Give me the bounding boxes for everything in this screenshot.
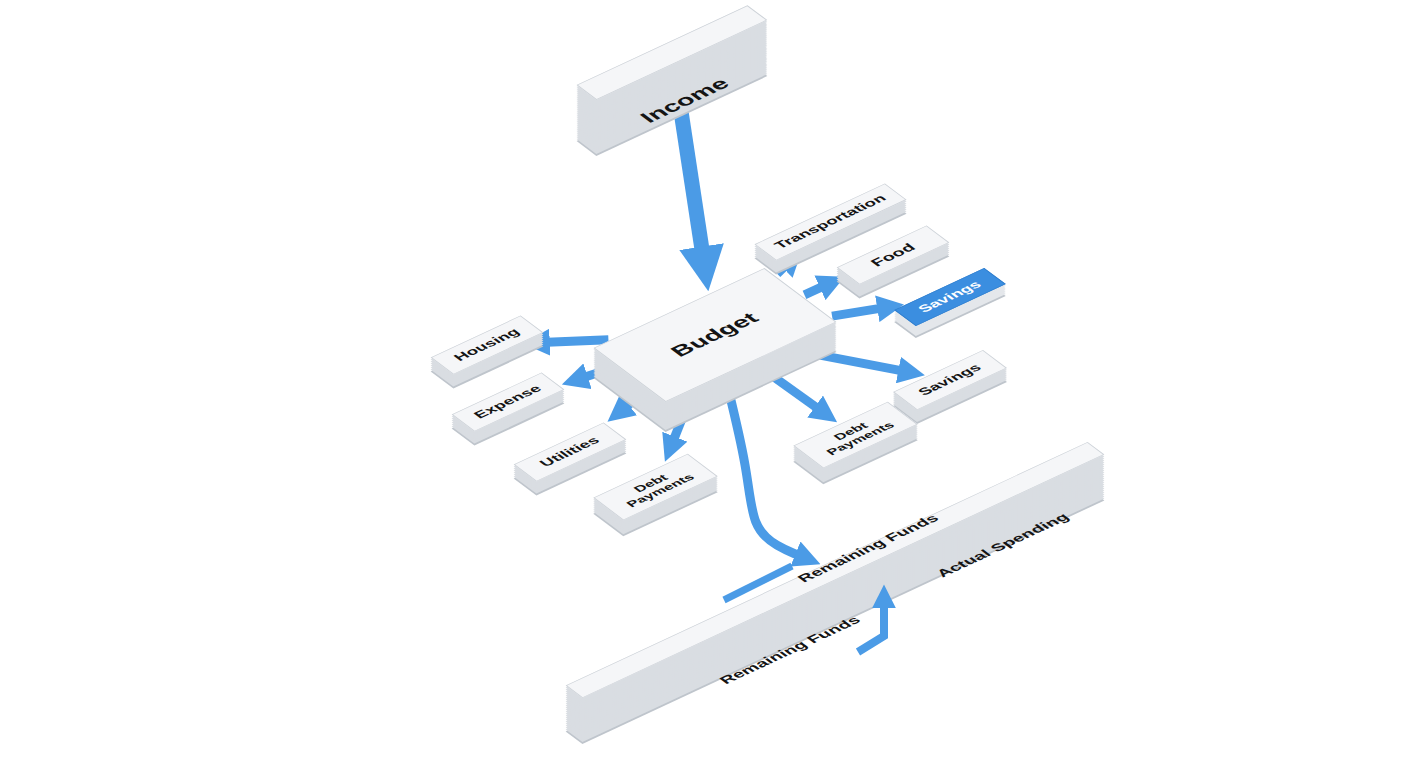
flow-arrow <box>674 391 693 439</box>
highlighted-category-box: Savings <box>894 268 1006 326</box>
spending-arrow <box>858 606 884 652</box>
flow-arrow <box>832 308 880 316</box>
box-text: Transportation <box>771 193 889 251</box>
category-box: Food <box>837 225 950 284</box>
flow-arrow <box>755 363 818 408</box>
box-text: Remaining Funds <box>716 614 863 686</box>
box-text: Debt Payments <box>605 461 706 513</box>
flow-stub <box>724 566 792 600</box>
category-box: Expense <box>452 372 565 431</box>
flow-arrow <box>804 287 822 295</box>
box-text: Expense <box>471 383 545 420</box>
flow-arrow <box>784 348 901 370</box>
box-text: Savings <box>915 362 984 397</box>
box-text: Food <box>868 242 919 269</box>
flow-arrow <box>547 340 608 343</box>
flow-arrow <box>777 266 785 274</box>
box-text: Budget <box>667 310 764 360</box>
category-box: Debt Payments <box>793 402 918 469</box>
flow-arrow <box>725 377 798 555</box>
category-box: Utilities <box>514 422 627 481</box>
category-box: Savings <box>893 350 1007 410</box>
budget-hub: Budget <box>594 268 837 402</box>
category-box: Housing <box>431 315 544 374</box>
flow-label: Remaining Funds <box>794 512 943 585</box>
flow-label: Actual Spending <box>933 510 1073 579</box>
input-block: Income <box>577 5 768 100</box>
box-text: Utilities <box>537 435 603 469</box>
category-box: Debt Payments <box>593 454 718 521</box>
box-text: Debt Payments <box>805 409 906 461</box>
box-text: Income <box>636 75 734 126</box>
box-text: Savings <box>915 279 984 314</box>
box-text: Housing <box>451 327 523 364</box>
flow-arrow <box>626 391 645 407</box>
flow-arrow <box>585 367 615 377</box>
